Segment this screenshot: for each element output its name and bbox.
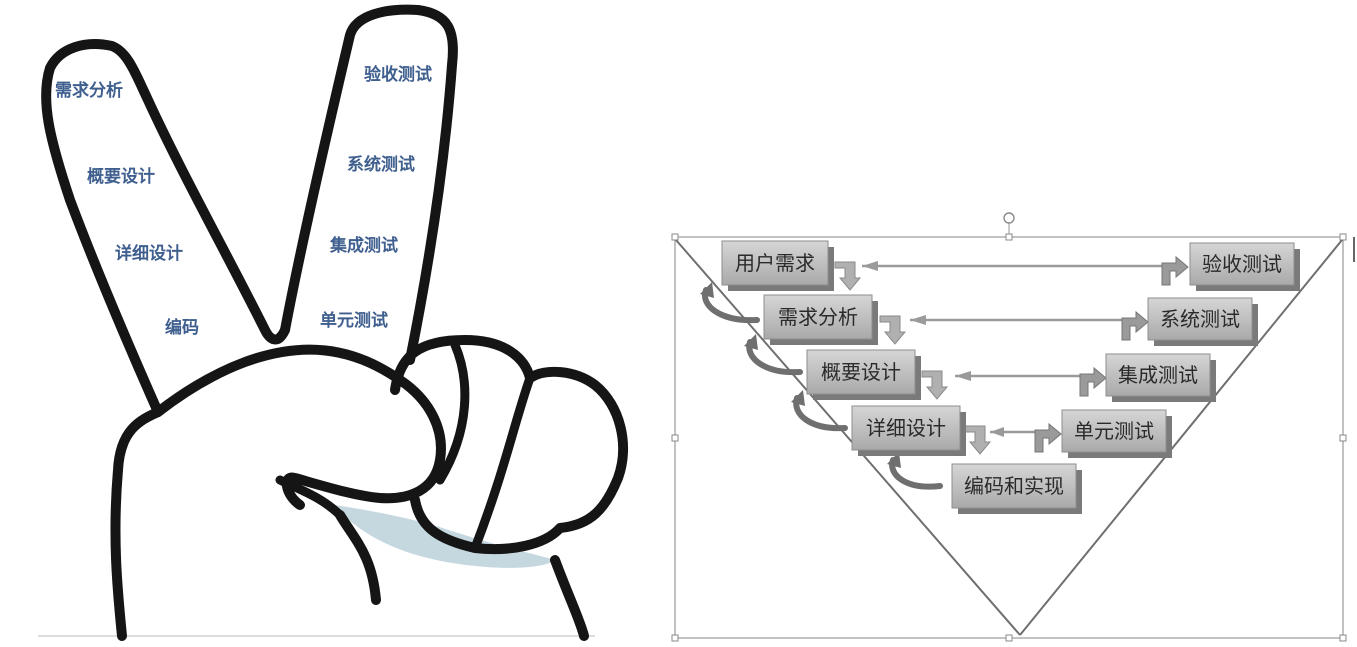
dev-box-4: 详细设计 (851, 405, 966, 456)
dev-box-5: 编码和实现 (951, 463, 1082, 514)
hand-illustration: 需求分析 概要设计 详细设计 编码 验收测试 系统测试 集成测试 单元测试 (38, 4, 629, 641)
dev-box-4-label: 详细设计 (866, 416, 946, 440)
test-box-1-label: 验收测试 (1202, 252, 1282, 276)
hand-label-right-4: 单元测试 (320, 310, 388, 331)
v-model-diagram: 用户需求 需求分析 概要设计 详细设计 编码和实现 验收测试 (671, 212, 1355, 642)
v-left-edge (675, 239, 1021, 636)
test-box-3: 集成测试 (1105, 353, 1216, 402)
palm-outline (110, 407, 589, 641)
hand-label-right-3: 集成测试 (329, 235, 398, 256)
test-box-4: 单元测试 (1061, 409, 1172, 458)
rotate-handle-icon[interactable] (1003, 212, 1015, 224)
dev-box-3-label: 概要设计 (821, 360, 901, 384)
right-finger-outline (280, 4, 458, 365)
hand-label-left-3: 详细设计 (115, 243, 183, 264)
dev-box-1: 用户需求 (721, 240, 834, 291)
hand-label-left-2: 概要设计 (87, 166, 155, 187)
dev-box-2: 需求分析 (763, 294, 878, 345)
hand-label-right-2: 系统测试 (347, 154, 415, 175)
test-box-1: 验收测试 (1189, 242, 1300, 291)
left-finger-outline (41, 39, 290, 417)
test-box-2: 系统测试 (1147, 297, 1258, 346)
test-box-3-label: 集成测试 (1118, 363, 1198, 387)
resize-handles[interactable] (671, 233, 1347, 642)
dev-box-2-label: 需求分析 (778, 305, 858, 329)
dev-box-3: 概要设计 (806, 349, 921, 400)
hand-label-left-1: 需求分析 (55, 80, 123, 101)
hand-label-left-4: 编码 (165, 317, 199, 338)
test-box-2-label: 系统测试 (1160, 307, 1240, 331)
curled-fingers-outline (390, 335, 629, 555)
dev-box-5-label: 编码和实现 (964, 474, 1064, 498)
thumb-outline (153, 344, 446, 510)
hand-label-right-1: 验收测试 (364, 64, 432, 85)
dev-box-1-label: 用户需求 (735, 251, 815, 275)
test-box-4-label: 单元测试 (1074, 419, 1154, 443)
v-right-edge (1019, 239, 1343, 636)
